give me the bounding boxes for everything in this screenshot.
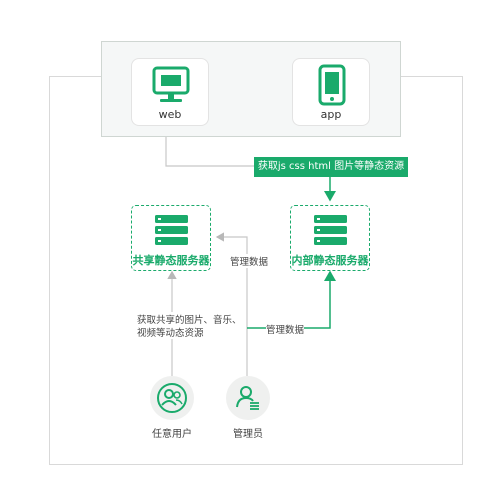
monitor-icon (152, 66, 190, 102)
shared-static-server: 共享静态服务器 (131, 205, 211, 271)
fetch-shared-resources-label-line1: 获取共享的图片、音乐、 (137, 312, 242, 326)
users-group-icon (157, 383, 187, 413)
server-rack-icon (155, 215, 188, 245)
any-user-avatar (150, 376, 194, 420)
app-client-card (292, 58, 370, 126)
fetch-static-resources-banner: 获取js css html 图片等静态资源 (254, 157, 408, 177)
web-client-card (131, 58, 209, 126)
server-rack-icon (314, 215, 347, 245)
internal-server-label: 内部静态服务器 (291, 254, 369, 267)
admin-to-internal-arrow (247, 270, 336, 329)
admin-user-icon (236, 386, 259, 410)
admin-avatar (226, 376, 270, 420)
internal-static-server: 内部静态服务器 (290, 205, 370, 271)
manage-data-label-bottom: 管理数据 (266, 322, 305, 336)
shared-server-label: 共享静态服务器 (132, 254, 210, 267)
smartphone-icon (318, 64, 346, 106)
manage-data-label-top: 管理数据 (230, 254, 269, 268)
app-label: app (320, 108, 342, 121)
admin-label: 管理员 (233, 429, 263, 440)
web-to-banner-line (165, 137, 254, 167)
fetch-shared-resources-label-line2: 视频等动态资源 (137, 325, 204, 339)
any-user-label: 任意用户 (152, 429, 192, 440)
admin-to-shared-arrow (215, 232, 248, 376)
web-label: web (158, 108, 182, 121)
